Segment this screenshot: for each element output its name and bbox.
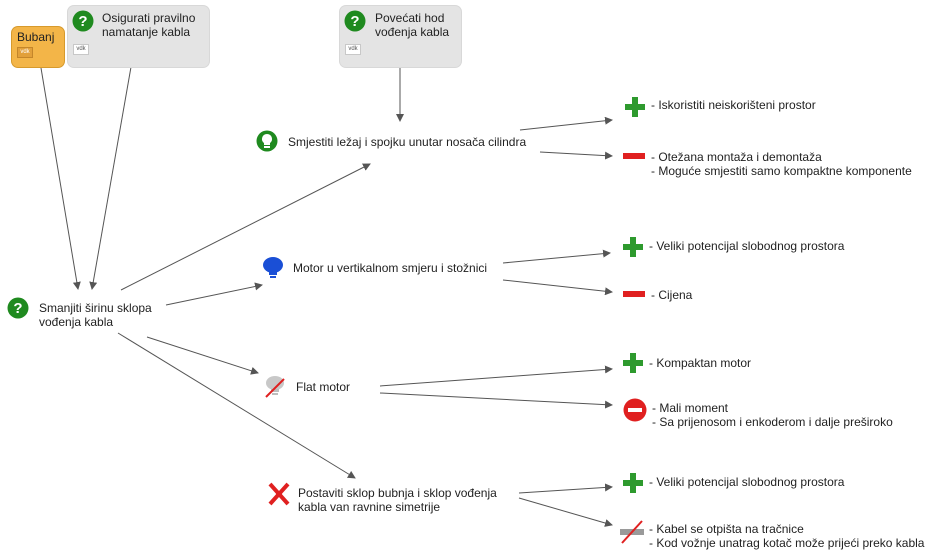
plus-icon bbox=[623, 237, 643, 257]
svg-text:?: ? bbox=[78, 13, 87, 30]
arrow-opt3-con bbox=[379, 392, 613, 409]
plus-icon bbox=[625, 97, 645, 117]
svg-text:?: ? bbox=[350, 13, 359, 30]
card-povecati[interactable]: ? Povećati hod vođenja kabla vdk bbox=[340, 6, 461, 67]
arrow-osigurati-root bbox=[89, 66, 132, 290]
minus-icon bbox=[623, 153, 645, 159]
no-entry-icon bbox=[623, 398, 647, 422]
card-tag: vdk bbox=[345, 44, 361, 55]
arrow-root-opt1 bbox=[120, 163, 371, 291]
arrow-opt1-con bbox=[539, 151, 613, 160]
option-label: Postaviti sklop bubnja i sklop vođenja k… bbox=[298, 486, 497, 514]
arrow-opt4-con bbox=[518, 497, 613, 527]
plus-icon bbox=[623, 473, 643, 493]
card-osigurati[interactable]: ? Osigurati pravilno namatanje kabla vdk bbox=[68, 6, 209, 67]
option-2-con: - Cijena bbox=[651, 288, 693, 302]
crossed-minus-icon bbox=[620, 520, 644, 544]
option-label: Smjestiti ležaj i spojku unutar nosača c… bbox=[288, 135, 527, 149]
option-1-con: - Otežana montaža i demontaža - Moguće s… bbox=[651, 150, 912, 178]
card-title: Povećati hod vođenja kabla bbox=[375, 11, 450, 39]
arrow-opt2-pro bbox=[502, 249, 611, 264]
arrow-opt1-pro bbox=[519, 116, 613, 131]
plus-icon bbox=[623, 353, 643, 373]
option-4-con: - Kabel se otpišta na tračnice - Kod vož… bbox=[649, 522, 925, 550]
arrow-root-opt4 bbox=[117, 332, 356, 479]
red-x-icon bbox=[268, 482, 290, 506]
lightbulb-icon bbox=[256, 130, 278, 152]
blue-bulb-icon bbox=[263, 257, 283, 278]
option-2-pro: - Veliki potencijal slobodnog prostora bbox=[649, 239, 845, 253]
question-icon: ? bbox=[7, 297, 29, 319]
option-label: Flat motor bbox=[296, 380, 351, 394]
svg-text:?: ? bbox=[13, 300, 22, 317]
option-4-pro: - Veliki potencijal slobodnog prostora bbox=[649, 475, 845, 489]
arrow-root-opt3 bbox=[146, 336, 259, 375]
option-3-pro: - Kompaktan motor bbox=[649, 356, 752, 370]
arrow-opt4-pro bbox=[518, 483, 613, 494]
crossed-bulb-icon bbox=[265, 376, 285, 398]
question-icon: ? bbox=[344, 10, 366, 32]
arrow-opt2-con bbox=[502, 279, 613, 296]
card-title: Bubanj bbox=[17, 30, 55, 44]
arrow-bubanj-root bbox=[40, 67, 81, 290]
root-label: Smanjiti širinu sklopa vođenja kabla bbox=[39, 301, 152, 329]
minus-icon bbox=[623, 291, 645, 297]
card-tag: vdk bbox=[73, 44, 89, 55]
option-1-pro: - Iskoristiti neiskorišteni prostor bbox=[651, 98, 816, 112]
card-bubanj[interactable]: Bubanj vdk bbox=[12, 27, 64, 67]
option-3-con: - Mali moment - Sa prijenosom i enkodero… bbox=[652, 401, 893, 429]
arrow-root-opt2 bbox=[165, 282, 263, 306]
card-tag: vdk bbox=[17, 47, 33, 58]
arrow-opt3-pro bbox=[379, 365, 613, 387]
option-label: Motor u vertikalnom smjeru i stožnici bbox=[293, 261, 488, 275]
card-title: Osigurati pravilno namatanje kabla bbox=[102, 11, 196, 39]
question-icon: ? bbox=[72, 10, 94, 32]
